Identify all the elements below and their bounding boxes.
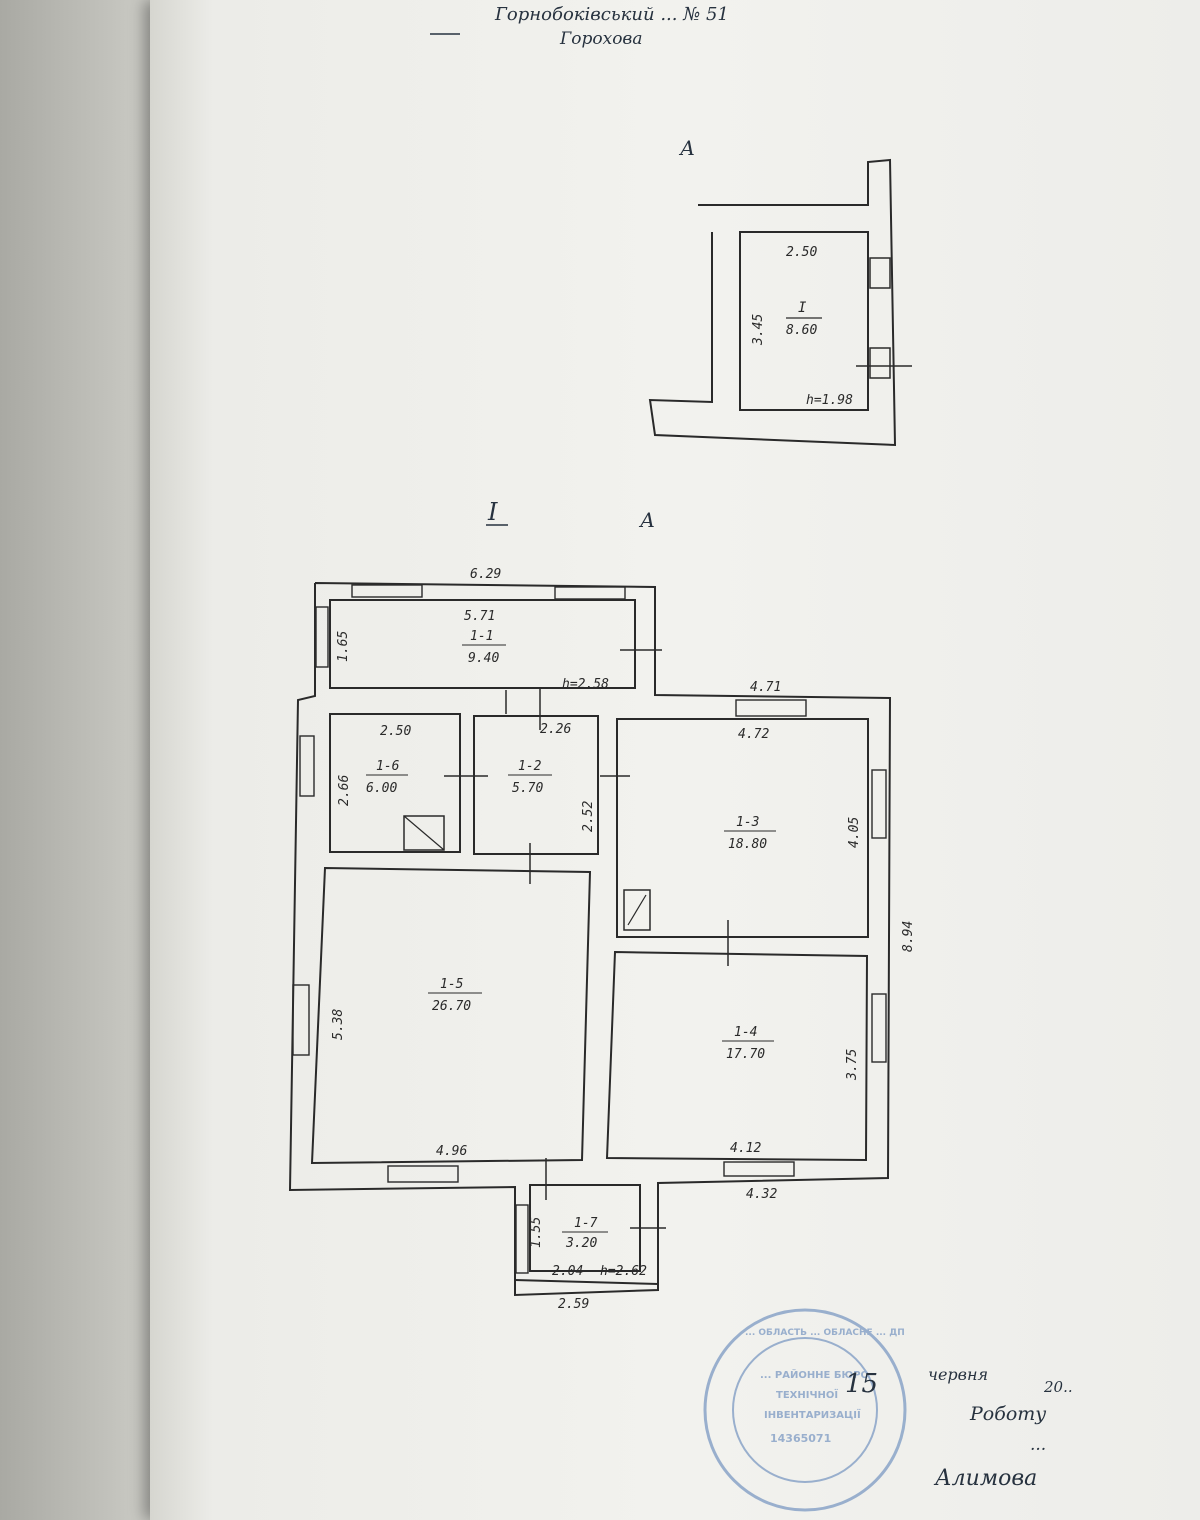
basement-room-id: I [798, 300, 807, 316]
room-1-3-outer: 4.71 [750, 680, 781, 695]
stove-icon [403, 815, 445, 851]
room-1-6-top: 2.50 [380, 724, 411, 739]
stamp-inner-ring [732, 1337, 878, 1483]
window-1-1-side [315, 606, 329, 668]
window-1-4-side [871, 993, 887, 1063]
room-1-7-side: 1.55 [529, 1217, 544, 1248]
window-1-1-a [351, 584, 423, 598]
room-1-3-id: 1-3 [736, 815, 759, 830]
basement-outer-wall [648, 158, 897, 447]
basement-plan: 2.50 3.45 I 8.60 h=1.98 [648, 158, 912, 447]
basement-side: 3.45 [751, 314, 766, 346]
room-1-5-walls [310, 866, 592, 1165]
porch-step [514, 1279, 659, 1285]
room-1-7-ceiling: h=2.62 [600, 1264, 647, 1279]
window-1-5-side [292, 984, 310, 1056]
heater-diagonal [627, 894, 647, 926]
signature-name: Алимова [933, 1466, 1037, 1491]
signature-month: червня [928, 1365, 988, 1384]
room-1-7-area: 3.20 [565, 1236, 597, 1251]
outer-wall [288, 582, 892, 1297]
document-page [150, 0, 1200, 1520]
window-1-6 [299, 735, 315, 797]
stamp-code: 14365071 [770, 1432, 831, 1445]
stamp-line3: ІНВЕНТАРИЗАЦІЇ [764, 1407, 861, 1421]
floor-label: I [487, 498, 498, 526]
signature-line2: Роботу [969, 1403, 1046, 1425]
room-1-1-side: 1.65 [336, 631, 351, 662]
room-1-2-area: 5.70 [512, 781, 543, 796]
signature-line3: ... [1030, 1435, 1046, 1455]
window-1-7 [515, 1204, 529, 1274]
stamp-line1: ... РАЙОННЕ БЮРО [760, 1368, 869, 1381]
room-1-1-area: 9.40 [468, 651, 499, 666]
signature-block: 15 червня 20.. Роботу ... Алимова [845, 1365, 1073, 1491]
stamp-outer-text: ... ОБЛАСТЬ ... ОБЛАСНЕ ... ДП [745, 1328, 905, 1338]
stove-diagonal [403, 815, 445, 851]
heater-icon [623, 889, 651, 931]
room-1-1-ceiling: h=2.58 [562, 677, 609, 692]
window-1-5-bottom [387, 1165, 459, 1183]
room-1-6-area: 6.00 [366, 781, 397, 796]
room-1-3-top: 4.72 [738, 727, 769, 742]
signature-year: 20.. [1043, 1378, 1073, 1396]
room-1-2-side: 2.52 [581, 801, 596, 832]
basement-inner-wall [739, 231, 869, 411]
room-1-4-side: 3.75 [845, 1049, 860, 1081]
room-1-7-id: 1-7 [574, 1216, 598, 1231]
room-1-6-side: 2.66 [337, 775, 352, 806]
signature-day: 15 [845, 1369, 878, 1399]
room-1-2-walls [473, 715, 599, 855]
window-1-4-bottom [723, 1161, 795, 1177]
basement-area: 8.60 [786, 323, 817, 338]
room-1-4-outer: 4.32 [746, 1187, 777, 1202]
room-1-3-side: 4.05 [847, 817, 862, 848]
window-1-1-b [554, 586, 626, 600]
basement-window-1 [869, 257, 891, 289]
room-1-3-walls [616, 718, 869, 938]
overall-top: 6.29 [470, 567, 501, 582]
header-line2: Горохова [559, 29, 642, 49]
room-1-6-walls [329, 713, 461, 853]
room-1-3-area: 18.80 [728, 837, 767, 852]
section-mark-floor: А [638, 508, 655, 532]
room-1-7-bottom: 2.04 [552, 1264, 583, 1279]
room-1-4-walls [605, 950, 869, 1162]
section-mark-top: А [678, 136, 695, 160]
basement-ceiling: h=1.98 [806, 393, 853, 408]
overall-right: 8.94 [901, 921, 916, 952]
room-1-7-outer: 2.59 [558, 1297, 589, 1312]
basement-width: 2.50 [786, 245, 817, 260]
room-1-4-area: 17.70 [726, 1047, 765, 1062]
room-1-2-top: 2.26 [540, 722, 571, 737]
window-1-3-top [735, 699, 807, 717]
room-1-2-id: 1-2 [518, 759, 542, 774]
room-1-1-top: 5.71 [464, 609, 495, 624]
window-1-3-side [871, 769, 887, 839]
room-1-4-id: 1-4 [734, 1025, 757, 1040]
basement-window-2 [869, 347, 891, 379]
stamp-line2: ТЕХНІЧНОЇ [776, 1387, 838, 1401]
room-1-5-id: 1-5 [440, 977, 464, 992]
ground-floor-plan: 6.29 8.94 5.71 1-1 9.40 1.65 h=2.58 2.50… [288, 567, 916, 1312]
room-1-5-bottom: 4.96 [436, 1144, 467, 1159]
header-line1: Гоpнобоківський ... № 51 [494, 4, 729, 25]
room-1-1-id: 1-1 [470, 629, 493, 644]
room-1-1-walls [329, 599, 636, 689]
room-1-5-area: 26.70 [432, 999, 471, 1014]
room-1-6-id: 1-6 [376, 759, 400, 774]
stamp-outer-ring [703, 1308, 907, 1512]
official-stamp: ... ОБЛАСТЬ ... ОБЛАСНЕ ... ДП ... РАЙОН… [703, 1308, 907, 1512]
room-1-4-bottom: 4.12 [730, 1141, 761, 1156]
room-1-5-side: 5.38 [331, 1009, 346, 1040]
